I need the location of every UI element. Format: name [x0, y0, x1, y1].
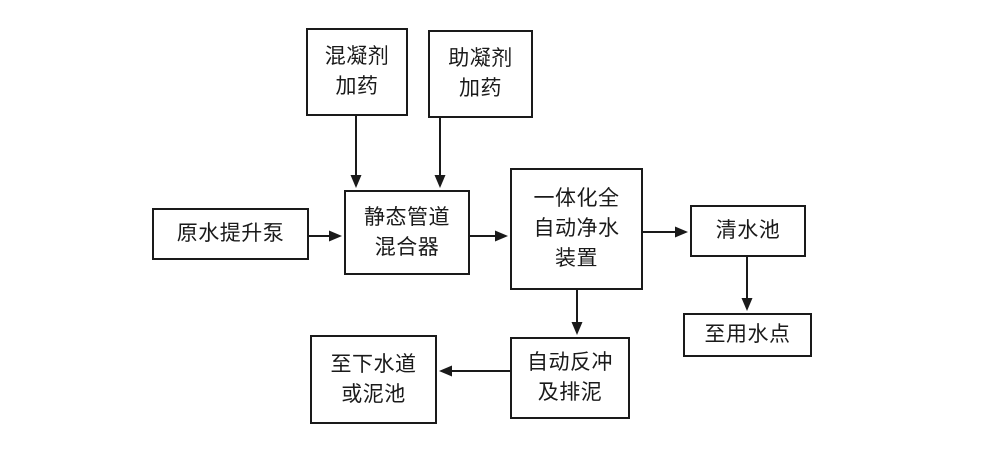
arrowhead-icon [495, 230, 508, 242]
flocculant-dosing-box[interactable]: 助凝剂加药 [428, 30, 533, 118]
arrow-raw-water-pump-to-static-mixer [309, 230, 342, 242]
to-water-use-point-box[interactable]: 至用水点 [683, 313, 812, 357]
node-label-line: 清水池 [715, 219, 781, 243]
arrowhead-icon [434, 175, 446, 188]
node-label-line: 或泥池 [341, 382, 406, 406]
arrow-integrated-purifier-to-clear-water-tank [643, 226, 688, 238]
arrowhead-icon [439, 365, 452, 377]
node-label-line: 静态管道 [364, 205, 450, 229]
auto-backwash-sludge-discharge-box[interactable]: 自动反冲及排泥 [510, 337, 630, 419]
arrowhead-icon [350, 175, 362, 188]
arrowhead-icon [571, 322, 583, 335]
static-pipe-mixer-box[interactable]: 静态管道混合器 [344, 190, 470, 275]
arrowhead-icon [741, 298, 753, 311]
arrow-coagulant-to-static-mixer [350, 116, 362, 188]
node-label-line: 原水提升泵 [176, 222, 285, 246]
node-label-line: 自动净水 [533, 217, 620, 241]
node-label-line: 加药 [459, 77, 502, 100]
node-label-line: 加药 [335, 75, 379, 98]
raw-water-pump-box[interactable]: 原水提升泵 [152, 208, 309, 260]
node-label-line: 一体化全 [533, 187, 620, 211]
arrow-auto-backwash-to-sewer [439, 365, 510, 377]
node-label-line: 助凝剂 [448, 47, 513, 71]
arrow-static-mixer-to-integrated-purifier [470, 230, 508, 242]
node-label-line: 混合器 [374, 235, 440, 259]
node-label-line: 及排泥 [537, 381, 603, 404]
arrowhead-icon [675, 226, 688, 238]
node-label-line: 至用水点 [704, 323, 791, 347]
node-label-line: 装置 [555, 246, 598, 270]
clear-water-tank-box[interactable]: 清水池 [690, 205, 806, 257]
arrow-clear-water-tank-to-water-use-point [741, 257, 753, 311]
coagulant-dosing-box[interactable]: 混凝剂加药 [306, 28, 408, 116]
arrowhead-icon [329, 230, 342, 242]
node-label-line: 自动反冲 [527, 351, 613, 375]
to-sewer-or-sludge-pit-box[interactable]: 至下水道或泥池 [310, 335, 437, 424]
arrow-integrated-purifier-to-auto-backwash [571, 290, 583, 335]
node-label-line: 混凝剂 [324, 45, 390, 69]
integrated-auto-water-purification-unit-box[interactable]: 一体化全自动净水装置 [510, 168, 643, 290]
arrow-flocculant-to-static-mixer [434, 118, 446, 188]
node-label-line: 至下水道 [330, 352, 417, 376]
